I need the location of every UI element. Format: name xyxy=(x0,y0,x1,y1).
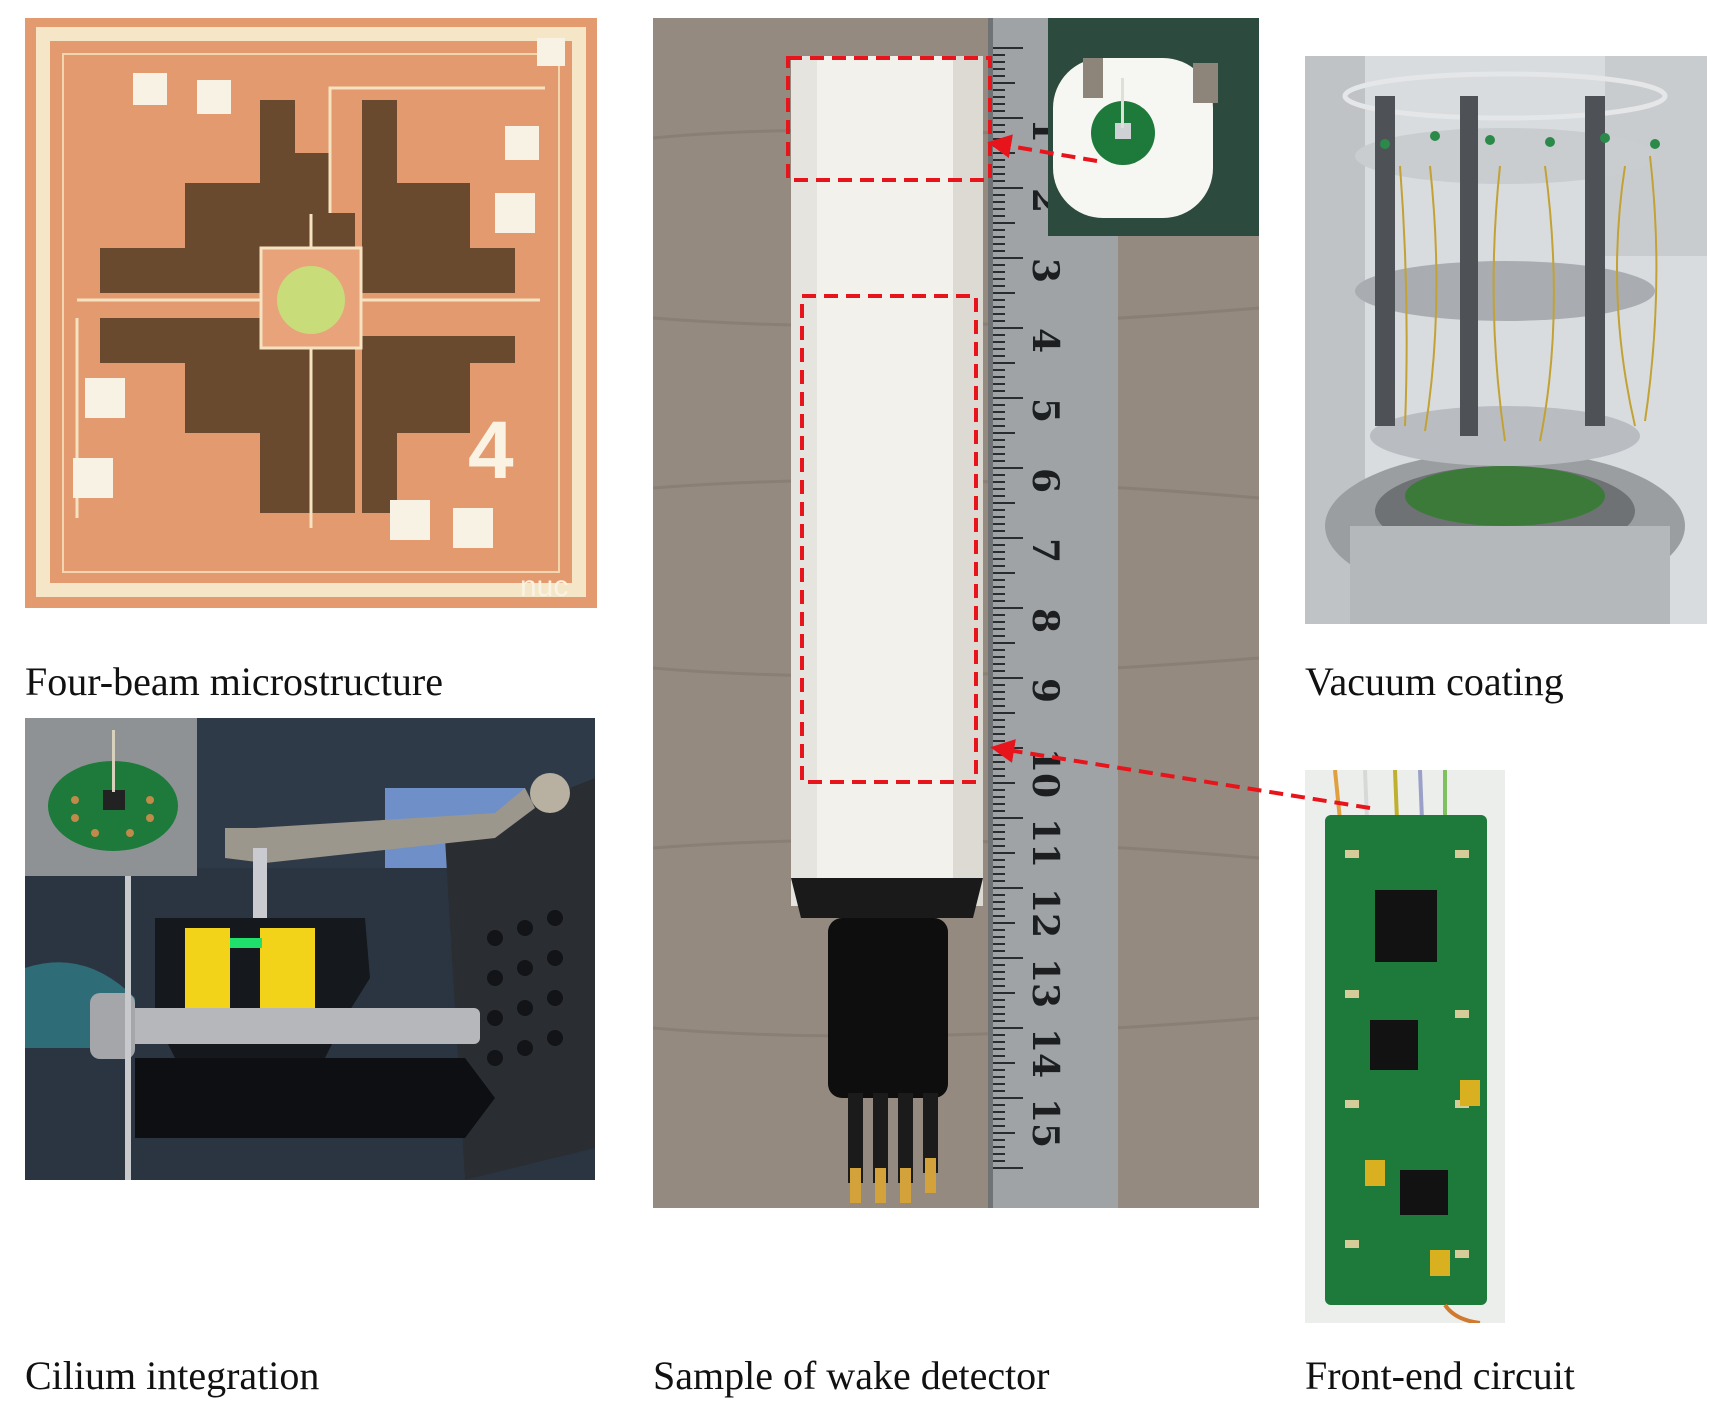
caption-cilium-integration: Cilium integration xyxy=(25,1353,320,1398)
ruler-number: 4 xyxy=(1024,328,1066,353)
caption-four-beam-microstructure: Four-beam microstructure xyxy=(25,659,443,704)
ruler-number: 12 xyxy=(1024,888,1066,938)
front-end-circuit-photo xyxy=(1305,770,1505,1323)
ruler-number: 13 xyxy=(1024,958,1066,1008)
ruler-number: 15 xyxy=(1024,1098,1066,1148)
caption-wake-detector: Sample of wake detector xyxy=(653,1353,1050,1398)
ruler-number: 9 xyxy=(1024,678,1066,703)
ruler-number: 5 xyxy=(1024,398,1066,423)
ruler-number: 11 xyxy=(1024,818,1066,868)
vacuum-coating-photo xyxy=(1305,56,1707,624)
ruler-number: 6 xyxy=(1024,468,1066,493)
ruler-number: 8 xyxy=(1024,608,1066,633)
cilium-integration-photo xyxy=(25,718,595,1180)
caption-vacuum-coating: Vacuum coating xyxy=(1305,659,1564,704)
ruler-number: 10 xyxy=(1024,748,1066,798)
ruler-number: 14 xyxy=(1024,1028,1066,1078)
nuc-logo: nuc xyxy=(520,570,568,603)
four-beam-microstructure-photo: 4 nuc xyxy=(25,18,597,608)
ruler-number: 3 xyxy=(1024,258,1066,283)
ruler-number: 7 xyxy=(1024,538,1066,563)
caption-front-end-circuit: Front-end circuit xyxy=(1305,1353,1575,1398)
die-number-mark: 4 xyxy=(468,405,514,496)
